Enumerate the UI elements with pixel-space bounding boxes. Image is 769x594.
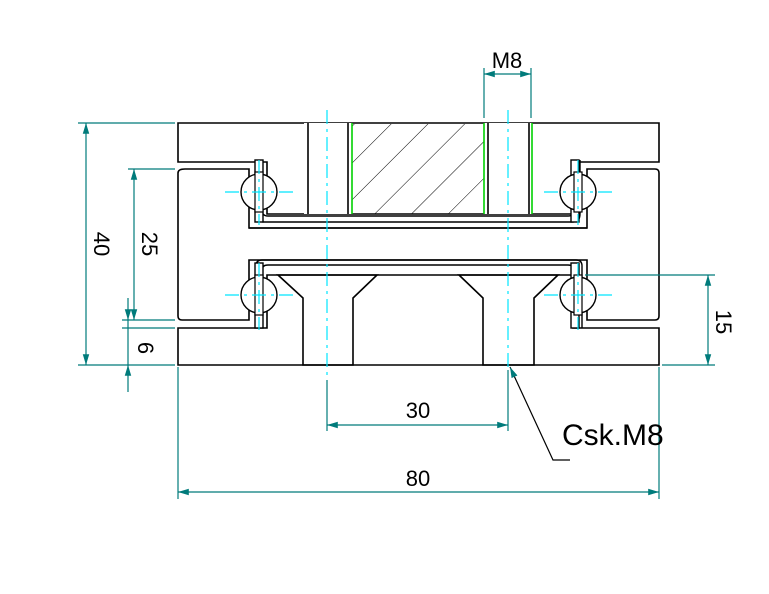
dimension-label: 80 <box>406 466 430 491</box>
threaded-hole-left <box>304 123 352 214</box>
dimension-m8: M8 <box>483 48 532 118</box>
dimension-label: 40 <box>89 232 114 256</box>
dimension-40: 40 <box>78 122 175 366</box>
countersunk-hole-left <box>275 274 379 366</box>
dimension-25: 25 <box>122 168 175 321</box>
annotation-label: Csk.M8 <box>562 419 664 452</box>
dimension-label: 15 <box>711 310 736 334</box>
dimension-15: 15 <box>585 274 736 366</box>
dimension-label: 30 <box>406 398 430 423</box>
leader-csk-m8: Csk.M8 <box>509 366 664 461</box>
top-carriage <box>177 122 660 215</box>
rail <box>177 168 660 321</box>
countersunk-hole-right <box>457 274 560 366</box>
dimension-80: 80 <box>177 367 660 499</box>
dimension-label: M8 <box>492 48 523 73</box>
dimension-label: 25 <box>137 232 162 256</box>
dimension-30: 30 <box>326 370 509 431</box>
dimension-6: 6 <box>122 298 175 392</box>
centerlines <box>225 110 612 380</box>
dimension-label: 6 <box>133 342 158 354</box>
